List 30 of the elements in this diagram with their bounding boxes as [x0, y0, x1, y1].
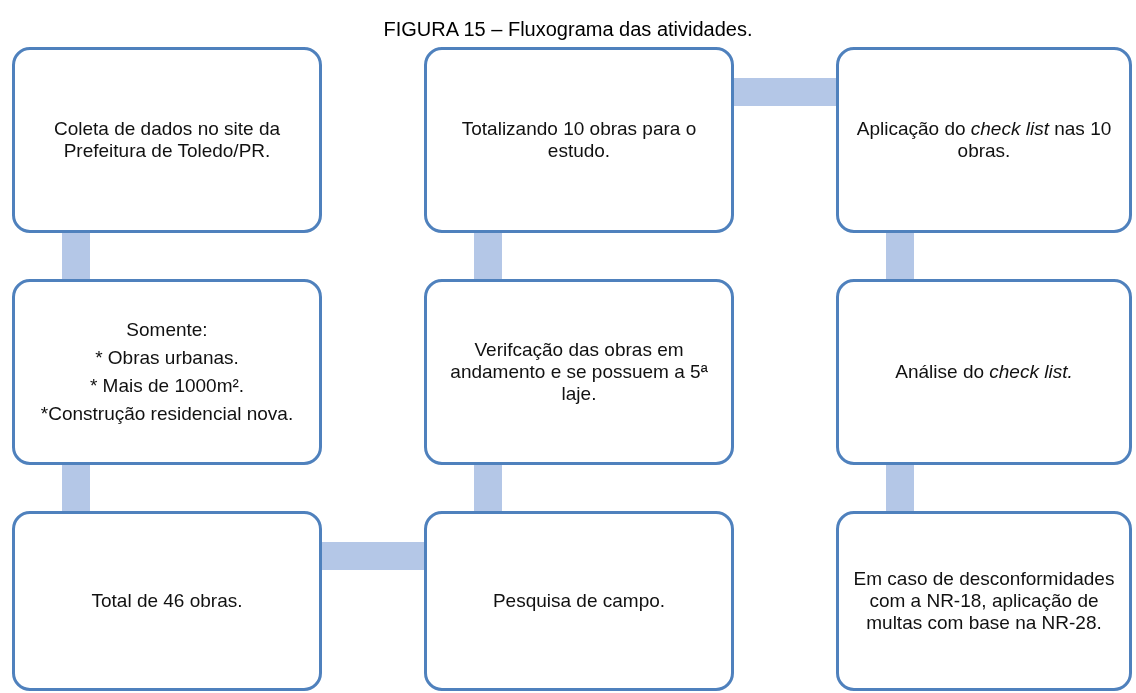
process-box	[836, 511, 1132, 691]
figure-title: FIGURA 15 – Fluxograma das atividades.	[382, 18, 754, 41]
box-text: Totalizando 10 obras para o estudo.	[460, 118, 698, 162]
box-text: Em caso de desconformidades com a NR-18, aplicação de multas com base na NR-28.	[853, 568, 1115, 634]
process-box	[836, 47, 1132, 233]
process-box	[424, 511, 734, 691]
box-text: Aplicação do check list nas 10 obras.	[855, 118, 1113, 162]
process-box	[12, 279, 322, 465]
process-box	[12, 47, 322, 233]
process-box	[836, 279, 1132, 465]
box-text: Verifcação das obras em andamento e se possuem a 5ª laje.	[449, 339, 709, 405]
box-text: Somente:	[126, 319, 208, 342]
connector-bar	[734, 78, 836, 106]
connector-bar	[886, 233, 914, 279]
connector-bar	[474, 465, 502, 511]
box-text: Análise do check list.	[895, 361, 1073, 383]
box-text: Pesquisa de campo.	[492, 590, 666, 612]
process-box	[424, 47, 734, 233]
box-text: Coleta de dados no site da Prefeitura de Toledo/PR.	[52, 118, 282, 162]
box-text: * Mais de 1000m².	[89, 375, 245, 397]
process-box	[424, 279, 734, 465]
connector-bar	[322, 542, 424, 570]
connector-bar	[62, 233, 90, 279]
process-box	[12, 511, 322, 691]
box-text: * Obras urbanas.	[95, 347, 239, 369]
box-text: *Construção residencial nova.	[40, 402, 294, 425]
box-text: Total de 46 obras.	[91, 590, 243, 612]
connector-bar	[474, 233, 502, 279]
connector-bar	[62, 465, 90, 511]
connector-bar	[886, 465, 914, 511]
